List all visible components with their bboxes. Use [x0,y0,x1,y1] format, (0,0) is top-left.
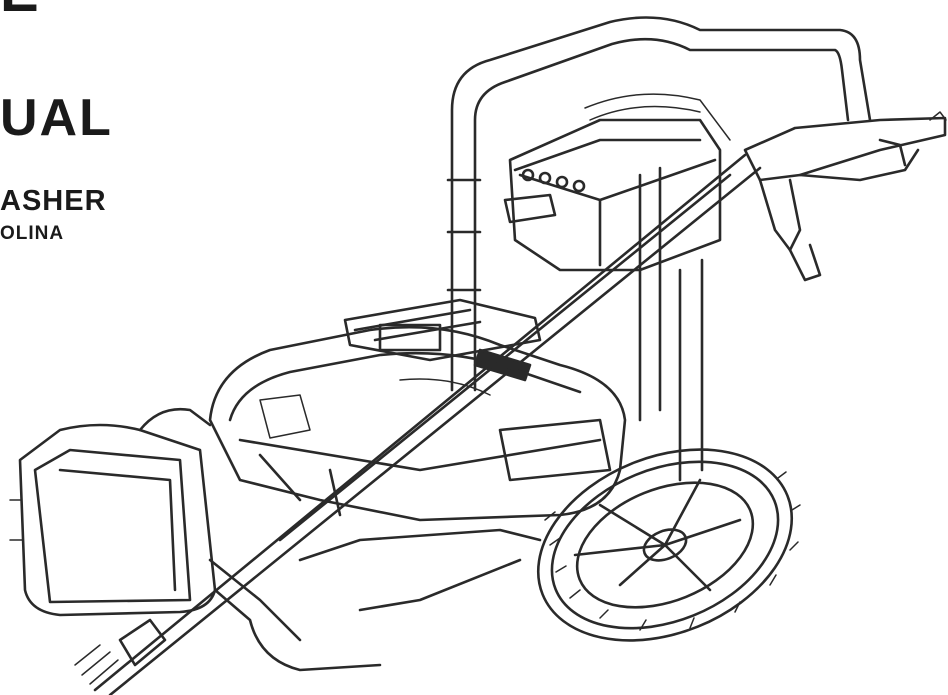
manual-title-fragment: UAL [0,89,113,147]
title-fragment-top: E [0,0,39,25]
product-name-english: ASHER [0,185,107,217]
pump-box [503,93,731,272]
wheel [536,448,801,642]
spray-gun [743,111,947,282]
engine [208,298,627,522]
base-frame [9,407,542,672]
product-name-spanish: OLINA [0,223,65,244]
spray-wand [74,153,762,695]
handle-frame [446,16,872,482]
